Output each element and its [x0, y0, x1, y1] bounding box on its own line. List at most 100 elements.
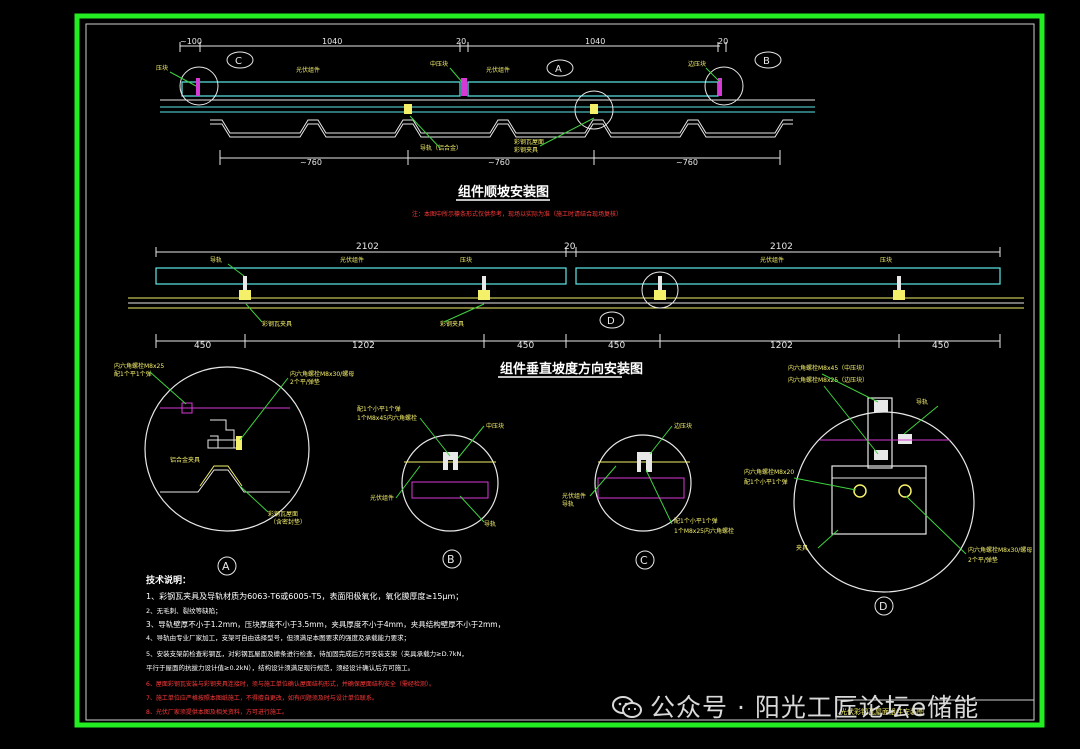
dim-top-5: 20 [718, 37, 728, 46]
label-top-4: 边压块 [688, 60, 706, 68]
label-c-2: 导轨 [562, 500, 574, 508]
tech-note-8: 7、施工单位应严格按照本图纸施工，不得擅自更改，如有问题须及时与设计单位联系。 [146, 694, 378, 702]
tech-note-5: 5、安装支架前检查彩钢瓦，对彩钢瓦屋面及檩条进行检查，待加固完成后方可安装支架（… [146, 649, 468, 658]
detail-circle-d-mid [641, 271, 679, 309]
label-a-3: 2个平/弹垫 [290, 378, 320, 386]
watermark-text: 公众号 · 阳光工匠论坛e储能 [650, 693, 980, 722]
label-mid-3: 光伏组件 [760, 256, 784, 264]
label-b-2: 中压块 [486, 422, 504, 430]
callout-c: C [235, 56, 242, 67]
label-a-0: 内六角螺栓M8x25 [114, 362, 164, 370]
dim-mid-1: 2102 [356, 242, 379, 252]
detail-circle-b-top [704, 66, 744, 106]
dim-mid-3: 2102 [770, 242, 793, 252]
pv-module-left [181, 81, 461, 97]
title-top: 组件顺坡安装图 [458, 184, 549, 200]
callout-b: B [763, 56, 770, 67]
pv-module-mid-right [575, 267, 1001, 285]
dim-span-3: ~760 [676, 158, 698, 167]
title-block: 光伏彩钢瓦屋面组件安装图 [840, 707, 924, 716]
label-a-1: 配1个平1个弹 [114, 370, 152, 378]
label-top-0: 压块 [156, 64, 168, 72]
label-top-7: 彩钢夹具 [514, 146, 538, 154]
tech-note-4: 4、导轨由专业厂家加工，支架可自由选择型号，但须满足本图要求的强度及承载能力要求… [146, 633, 410, 642]
label-top-2: 中压块 [430, 60, 448, 68]
detail-d: 内六角螺栓M8x45（中压块） 内六角螺栓M8x25（边压块） 导轨 内六角螺栓… [744, 364, 1032, 616]
detail-label-c: C [640, 554, 648, 567]
label-d-1: 内六角螺栓M8x25（边压块） [788, 376, 868, 384]
label-d-6: 2个平/弹垫 [968, 556, 998, 564]
dim-mid-b6: 450 [932, 341, 949, 351]
label-d-0: 内六角螺栓M8x45（中压块） [788, 364, 868, 372]
label-mid-1: 光伏组件 [340, 256, 364, 264]
callout-d: D [607, 316, 615, 327]
label-c-3: 配1个小平1个弹 [674, 517, 718, 525]
label-mid-4: 压块 [880, 256, 892, 264]
detail-circle-c-top [179, 66, 219, 106]
label-top-6: 彩钢瓦屋面 [514, 138, 544, 146]
label-c-1: 光伏组件 [562, 492, 586, 500]
dim-mid-b1: 450 [194, 341, 211, 351]
tech-note-3: 3、导轨壁厚不小于1.2mm，压块厚度不小于3.5mm，夹具厚度不小于4mm，夹… [146, 619, 505, 629]
dim-mid-b3: 450 [517, 341, 534, 351]
dim-top-2: 1040 [322, 37, 342, 46]
label-top-5: 导轨（铝合金） [420, 144, 462, 152]
label-a-5: 彩钢瓦屋面 [268, 510, 298, 518]
label-a-6: （含密封垫） [270, 518, 306, 526]
label-d-5: 内六角螺栓M8x30/螺母 [968, 546, 1032, 554]
dim-mid-b5: 1202 [770, 341, 793, 351]
wechat-icon [612, 696, 642, 718]
label-a-2: 内六角螺栓M8x30/螺母 [290, 370, 354, 378]
pv-module-right [467, 81, 719, 97]
note-top: 注：本图中所示檩条形式仅供参考，现场以实际为准（施工时请结合现场复核） [412, 210, 622, 218]
label-b-0: 配1个小平1个弹 [357, 405, 401, 413]
dim-top-1: ~100 [180, 37, 202, 46]
detail-label-a: A [222, 560, 230, 573]
label-b-1: 1个M8x45内六角螺栓 [357, 414, 417, 422]
tech-note-6: 平行于屋面的抗拔力设计值≥0.2kN），结构设计须满足现行规范，须经设计确认后方… [146, 663, 414, 672]
detail-b: 配1个小平1个弹 1个M8x45内六角螺栓 中压块 光伏组件 导轨 B [357, 405, 504, 569]
label-d-3: 内六角螺栓M8x20 [744, 468, 794, 476]
dim-mid-b4: 450 [608, 341, 625, 351]
detail-c: 边压块 光伏组件 导轨 配1个小平1个弹 1个M8x25内六角螺栓 C [562, 422, 734, 570]
top-section: ~100 1040 20 1040 20 C A B [156, 37, 815, 218]
label-mid-2: 压块 [460, 256, 472, 264]
detail-a: 内六角螺栓M8x25 配1个平1个弹 内六角螺栓M8x30/螺母 2个平/弹垫 … [114, 362, 354, 576]
label-b-3: 光伏组件 [370, 494, 394, 502]
detail-label-d: D [879, 600, 887, 613]
label-top-3: 光伏组件 [486, 66, 510, 74]
tech-note-1: 1、彩钢瓦夹具及导轨材质为6063-T6或6005-T5，表面阳极氧化，氧化膜厚… [146, 591, 463, 601]
dim-span-2: ~760 [488, 158, 510, 167]
label-d-2: 导轨 [916, 398, 928, 406]
detail-circle-a-top [574, 90, 614, 130]
label-d-4: 配1个小平1个弹 [744, 478, 788, 486]
pv-module-mid-left [155, 267, 567, 285]
label-mid-6: 彩钢夹具 [440, 320, 464, 328]
label-c-4: 1个M8x25内六角螺栓 [674, 527, 734, 535]
technical-notes: 技术说明： 1、彩钢瓦夹具及导轨材质为6063-T6或6005-T5，表面阳极氧… [146, 574, 505, 716]
label-a-4: 铝合金夹具 [170, 456, 200, 464]
dim-top-4: 1040 [585, 37, 605, 46]
roof-sheet-top [210, 119, 793, 134]
label-c-0: 边压块 [674, 422, 692, 430]
tech-note-7: 6、屋面彩钢瓦安装与彩钢夹具连接时，须与施工单位确认屋面结构形式，并确保屋面结构… [146, 680, 435, 688]
callout-a: A [555, 64, 562, 75]
label-mid-5: 彩钢瓦夹具 [262, 320, 292, 328]
title-mid: 组件垂直坡度方向安装图 [500, 361, 643, 377]
outer-frame [74, 13, 1045, 728]
detail-label-b: B [447, 553, 455, 566]
dim-mid-b2: 1202 [352, 341, 375, 351]
tech-note-2: 2、无毛刺、裂纹等缺陷； [146, 606, 222, 615]
tech-title: 技术说明： [146, 574, 191, 586]
label-d-7: 夹具 [796, 544, 808, 552]
dim-span-1: ~760 [300, 158, 322, 167]
dim-top-3: 20 [456, 37, 466, 46]
dim-mid-2: 20 [564, 242, 576, 252]
label-b-4: 导轨 [484, 520, 496, 528]
label-mid-0: 导轨 [210, 256, 222, 264]
tech-note-9: 8、光伏厂家须提供本图及相关资料，方可进行施工。 [146, 708, 288, 716]
inner-frame [85, 23, 1035, 721]
label-top-1: 光伏组件 [296, 66, 320, 74]
mid-section: 2102 20 2102 D [128, 242, 1024, 378]
